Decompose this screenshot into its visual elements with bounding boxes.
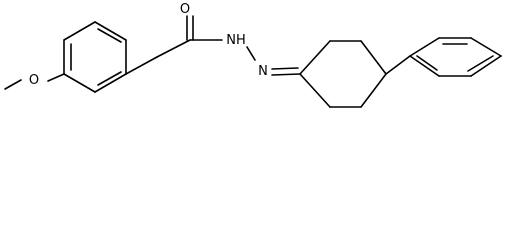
bond-nh-n xyxy=(246,46,256,61)
acetyl-linker xyxy=(125,15,223,75)
ring3-double-bond xyxy=(467,55,494,72)
ring1-bond xyxy=(63,73,96,93)
ring2-bond xyxy=(360,73,387,108)
methoxyphenyl-ring xyxy=(63,21,127,93)
ring3-double-bond xyxy=(416,55,438,71)
ring1-double-bond xyxy=(97,71,122,86)
ring3-bond xyxy=(409,37,440,57)
atom-label-o-methoxy: O xyxy=(29,73,39,88)
atom-label-nh: NH xyxy=(226,33,246,48)
ring2-bond xyxy=(299,73,331,108)
hydrazone-linker xyxy=(246,46,301,76)
atom-labels: O O NH N xyxy=(29,2,268,88)
bond-n-c xyxy=(271,73,301,76)
cyclohexylidene-ring xyxy=(299,40,387,108)
atom-label-o-carbonyl: O xyxy=(180,2,190,17)
ring3-bond xyxy=(409,55,440,77)
ring1-bond xyxy=(63,21,96,41)
methoxy-group xyxy=(4,73,65,90)
ring1-bond xyxy=(94,73,127,93)
bond-methyl-o xyxy=(4,79,22,90)
atom-label-n: N xyxy=(258,64,268,79)
ring2-bond xyxy=(360,40,387,75)
chemical-structure: O O NH N xyxy=(4,2,502,108)
bond-ch2-carbonyl xyxy=(156,39,191,58)
bond-o-ring xyxy=(47,73,65,82)
ring2-bond xyxy=(299,40,331,75)
ring1-bond xyxy=(94,21,127,41)
ring1-double-bond xyxy=(97,28,122,43)
bond-cyclohexyl-phenyl xyxy=(385,55,411,75)
ring3-bond xyxy=(470,55,502,77)
bond-n-c-double xyxy=(271,67,299,70)
bond-ring-ch2 xyxy=(125,56,158,75)
ring3-bond xyxy=(470,37,502,57)
phenyl-ring xyxy=(385,37,502,77)
